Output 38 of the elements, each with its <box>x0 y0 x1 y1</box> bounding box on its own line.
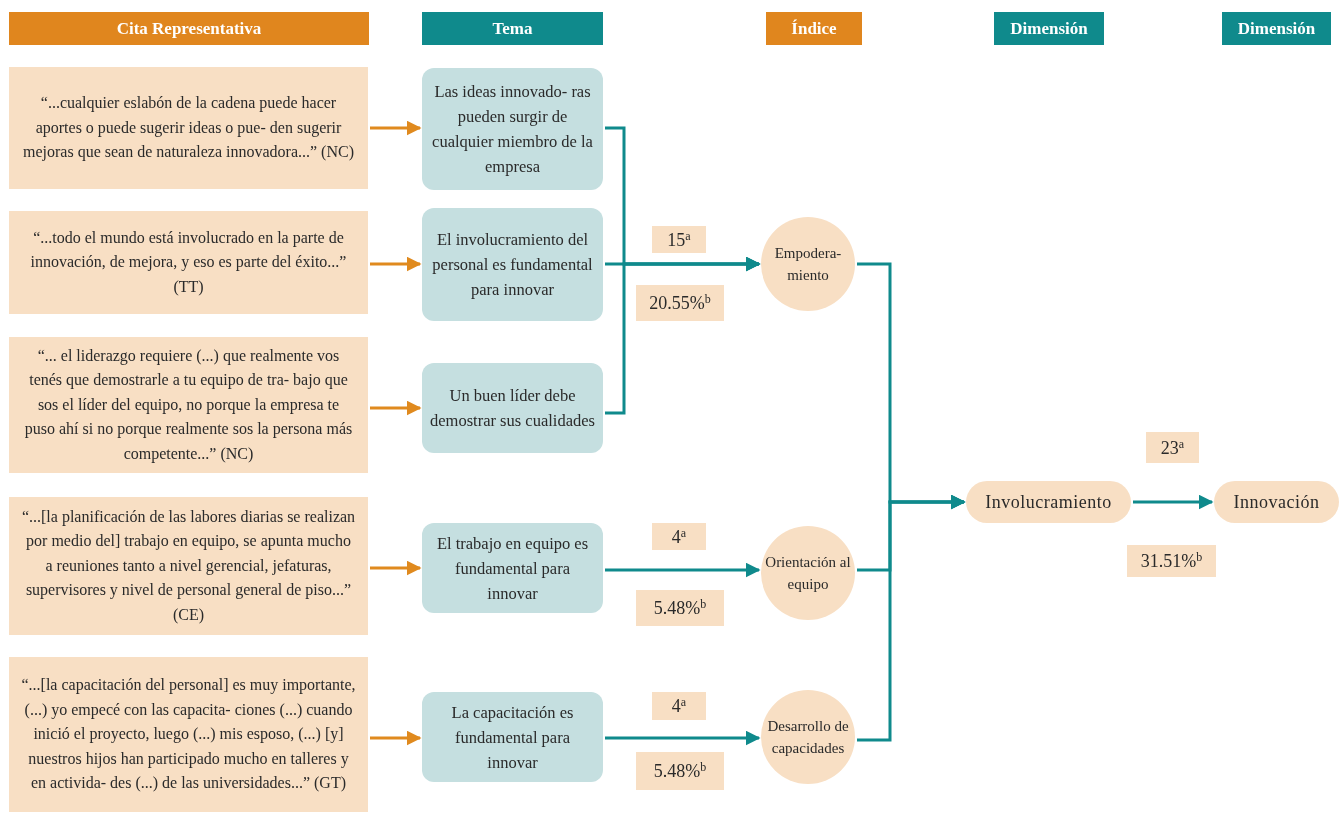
percentage-box: 20.55%$^{b}$ <box>636 285 724 321</box>
dimension-pill: Innovación <box>1214 481 1339 523</box>
theme-box: El involucramiento del personal es fundamental para innovar <box>422 208 603 321</box>
count-box: 15$^{a}$ <box>652 226 706 253</box>
theme-box: La capacitación es fundamental para innovar <box>422 692 603 782</box>
theme-box: Las ideas innovado- ras pueden surgir de cualquier miembro de la empresa <box>422 68 603 190</box>
quote-box: “...todo el mundo está involucrado en la parte de innovación, de mejora, y eso es parte del éxito...” (TT) <box>9 211 368 314</box>
arrow <box>605 730 761 746</box>
header-band: Índice <box>766 12 862 45</box>
quote-box: “...[la planificación de las labores diarias se realizan por medio del] trabajo en equipo, se apunta mucho a reuniones tanto a nivel gerencial, jefaturas, supervisores y nivel de personal general de piso...” (CE) <box>9 497 368 635</box>
count-box: 23$^{a}$ <box>1146 432 1199 463</box>
theme-box: El trabajo en equipo es fundamental para innovar <box>422 523 603 613</box>
arrow <box>370 256 422 272</box>
percentage-box: 5.48%$^{b}$ <box>636 752 724 790</box>
index-circle: Orientación al equipo <box>761 526 855 620</box>
arrow <box>370 560 422 576</box>
header-band: Tema <box>422 12 603 45</box>
arrow <box>605 256 761 415</box>
arrow <box>370 120 422 136</box>
index-circle: Desarrollo de capacidades <box>761 690 855 784</box>
arrow <box>857 494 966 742</box>
header-band: Dimensión <box>994 12 1104 45</box>
quote-box: “... el liderazgo requiere (...) que realmente vos tenés que demostrarle a tu equipo de tra- bajo que sos el líder del equipo, no porque la empresa te puso ahí si no porque realmente sos la persona más competente...” (NC) <box>9 337 368 473</box>
count-box: 4$^{a}$ <box>652 523 706 550</box>
index-circle: Empodera- miento <box>761 217 855 311</box>
arrow <box>370 730 422 746</box>
dimension-pill: Involucramiento <box>966 481 1131 523</box>
arrow <box>370 400 422 416</box>
percentage-box: 31.51%$^{b}$ <box>1127 545 1216 577</box>
percentage-box: 5.48%$^{b}$ <box>636 590 724 626</box>
quote-box: “...[la capacitación del personal] es muy importante, (...) yo empecé con las capacita- ciones (...) cuando inició el proyecto, luego (...) mis esposo, (...) [y] nuestros hijos han participado mucho en talleres y en activida- des (...) de las universidades...” (GT) <box>9 657 368 812</box>
header-band: Dimensión <box>1222 12 1331 45</box>
arrow <box>605 562 761 578</box>
count-box: 4$^{a}$ <box>652 692 706 720</box>
theme-box: Un buen líder debe demostrar sus cualidades <box>422 363 603 453</box>
header-band: Cita Representativa <box>9 12 369 45</box>
quote-box: “...cualquier eslabón de la cadena puede hacer aportes o puede sugerir ideas o pue- den sugerir mejoras que sean de naturaleza innovadora...” (NC) <box>9 67 368 189</box>
arrow <box>1133 494 1214 510</box>
